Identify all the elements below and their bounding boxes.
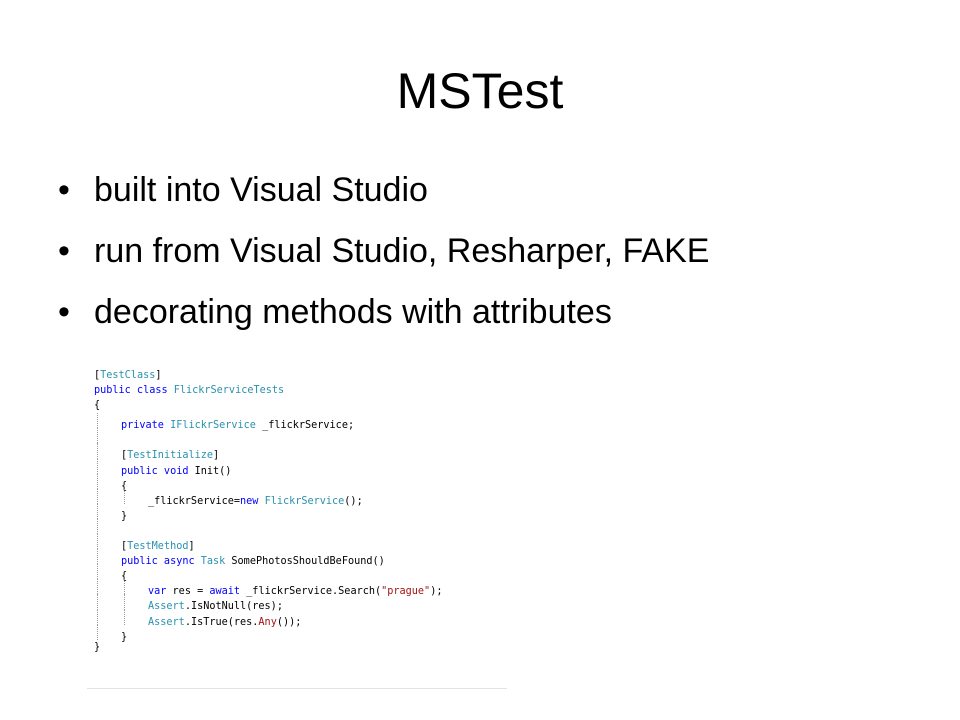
code-keyword: public void <box>121 465 195 477</box>
indent-guide <box>121 609 148 625</box>
code-line: public async Task SomePhotosShouldBeFoun… <box>94 549 442 568</box>
code-line: private IFlickrService _flickrService; <box>94 413 442 432</box>
bullet-dot-icon: • <box>58 232 70 270</box>
indent-guide <box>94 488 121 504</box>
bullet-dot-icon: • <box>58 293 70 331</box>
code-text: (); <box>344 495 363 507</box>
code-text: Init() <box>194 465 232 477</box>
code-text: [ <box>121 450 128 462</box>
bullet-item: • built into Visual Studio <box>58 170 709 210</box>
code-line: Assert.IsTrue(res.Any()); <box>94 609 442 628</box>
indent-guide <box>94 609 121 625</box>
code-type: FlickrService <box>264 495 345 507</box>
code-type: Assert <box>148 616 185 628</box>
indent-guide <box>94 428 121 444</box>
code-keyword: await <box>209 586 247 598</box>
code-text: } <box>121 631 128 643</box>
indent-guide <box>121 579 148 595</box>
code-string: Any <box>258 616 277 628</box>
code-keyword: public class <box>94 385 174 397</box>
indent-guide <box>94 579 121 595</box>
code-screenshot: [TestClass]public class FlickrServiceTes… <box>87 363 507 689</box>
code-text: } <box>121 510 128 522</box>
code-line: public class FlickrServiceTests <box>94 383 442 398</box>
code-keyword: var <box>148 586 173 598</box>
indent-guide <box>94 549 121 565</box>
code-line: } <box>94 624 442 643</box>
code-line: [TestMethod] <box>94 534 442 553</box>
indent-guide <box>94 564 121 580</box>
code-text: ] <box>155 370 162 381</box>
bullet-list: • built into Visual Studio • run from Vi… <box>58 170 709 353</box>
code-type: Task <box>200 556 226 568</box>
code-line <box>94 518 442 535</box>
indent-guide <box>94 594 121 610</box>
code-line: public void Init() <box>94 458 442 477</box>
code-keyword: private <box>121 420 171 432</box>
indent-guide <box>94 503 121 520</box>
bullet-text: built into Visual Studio <box>94 171 428 209</box>
code-type: TestInitialize <box>127 450 214 462</box>
code-text: { <box>94 400 101 412</box>
indent-guide <box>94 534 121 550</box>
code-text: .IsNotNull(res); <box>184 601 283 613</box>
bullet-text: run from Visual Studio, Resharper, FAKE <box>94 232 710 270</box>
code-line: _flickrService=new FlickrService(); <box>94 488 442 507</box>
code-text: } <box>94 641 101 653</box>
code-line: var res = await _flickrService.Search("p… <box>94 579 443 598</box>
code-text: res = <box>172 586 210 598</box>
code-text: [ <box>94 370 101 381</box>
code-text: { <box>121 571 128 583</box>
slide-title: MSTest <box>396 63 564 119</box>
bullet-item: • decorating methods with attributes <box>58 292 709 332</box>
indent-guide <box>121 594 148 610</box>
code-line: } <box>94 503 442 522</box>
code-block: [TestClass]public class FlickrServiceTes… <box>94 368 442 655</box>
code-line: Assert.IsNotNull(res); <box>94 594 442 613</box>
indent-guide <box>94 624 121 640</box>
indent-guide <box>94 443 121 459</box>
code-type: FlickrServiceTests <box>173 385 285 397</box>
code-text: ] <box>213 450 220 462</box>
indent-guide <box>121 488 148 504</box>
code-text: [ <box>121 541 128 553</box>
code-text: ); <box>430 586 443 598</box>
code-text: { <box>121 480 128 492</box>
indent-guide <box>94 473 121 489</box>
code-type: IFlickrService <box>170 420 256 432</box>
code-type: TestClass <box>100 370 156 381</box>
code-text: .IsTrue(res. <box>184 616 259 628</box>
code-line: [TestClass] <box>94 368 442 383</box>
code-line: { <box>94 473 442 492</box>
code-text: _flickrService.Search( <box>246 586 382 598</box>
code-type: Assert <box>148 601 185 613</box>
bullet-text: decorating methods with attributes <box>94 293 612 331</box>
code-keyword: new <box>240 495 265 507</box>
code-line: } <box>94 640 442 655</box>
code-type: TestMethod <box>127 541 189 553</box>
bullet-item: • run from Visual Studio, Resharper, FAK… <box>58 231 709 271</box>
indent-guide <box>94 518 121 535</box>
code-text: _flickrService; <box>255 420 355 432</box>
code-line <box>94 428 442 444</box>
code-text: _flickrService= <box>148 495 241 507</box>
code-text: ()); <box>276 616 302 628</box>
code-string: "prague" <box>381 586 431 598</box>
code-line: { <box>94 564 442 583</box>
code-text: SomePhotosShouldBeFound() <box>225 556 385 568</box>
code-line: { <box>94 398 442 413</box>
indent-guide <box>94 413 121 429</box>
indent-guide <box>94 458 121 474</box>
code-line: [TestInitialize] <box>94 443 442 462</box>
code-keyword: public async <box>121 556 201 568</box>
bullet-dot-icon: • <box>58 171 70 209</box>
code-text: ] <box>188 541 195 553</box>
